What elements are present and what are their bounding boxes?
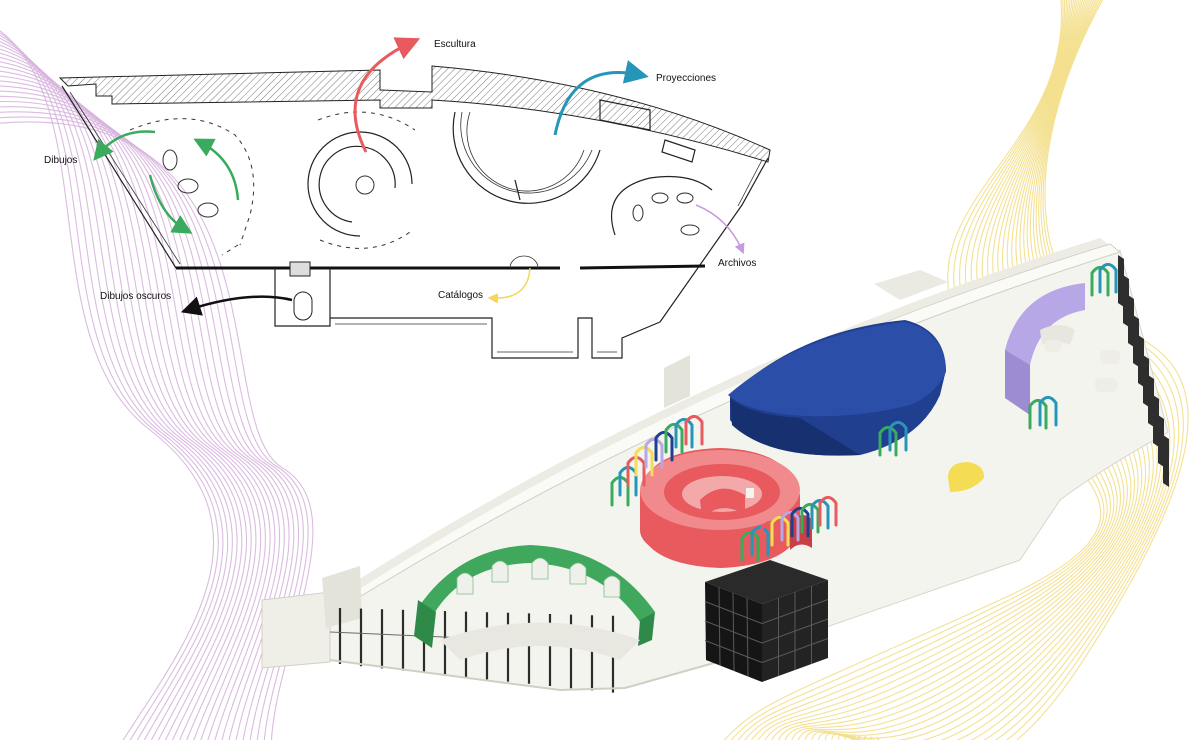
plan-left-partition [129, 118, 255, 256]
axo-colored-arches [610, 262, 1118, 562]
plan-left-wall [61, 85, 177, 269]
plan-projection-room [452, 99, 696, 204]
dark-drawings-black-cube [704, 560, 829, 682]
plan-right-wall [659, 157, 769, 323]
archives-lilac-wall [1005, 283, 1120, 415]
label-catalogos: Catálogos [438, 290, 483, 301]
label-dibujos-oscuros: Dibujos oscuros [100, 291, 171, 302]
axonometric-view [261, 238, 1169, 693]
label-proyecciones: Proyecciones [656, 73, 716, 84]
plan-sculpture-room [307, 111, 416, 249]
axo-right-slatted-wall [1118, 255, 1169, 487]
archivos-arrow [695, 204, 745, 255]
plan-top-wall [58, 65, 771, 163]
drawings-green-arcade [414, 545, 655, 660]
label-dibujos: Dibujos [44, 155, 77, 166]
label-archivos: Archivos [718, 258, 756, 269]
escultura-arrow [353, 37, 421, 153]
plan-annex [274, 268, 661, 359]
dibujos-arrow-left [93, 130, 156, 161]
proyecciones-arrow [553, 60, 649, 136]
plan-bottom-wall [176, 264, 706, 270]
dibujos-arrow-right [193, 138, 240, 201]
catalogs-yellow-booth [948, 462, 985, 492]
projections-blue-drum [728, 320, 946, 456]
catalogos-arrow [487, 267, 531, 304]
dibujos-arrow-center [148, 174, 193, 234]
dibujos-oscuros-arrow [180, 295, 293, 316]
floor-plan: Escultura Proyecciones Dibujos Archivos … [44, 37, 771, 359]
plan-archive-room [611, 175, 713, 236]
label-escultura: Escultura [434, 39, 476, 50]
